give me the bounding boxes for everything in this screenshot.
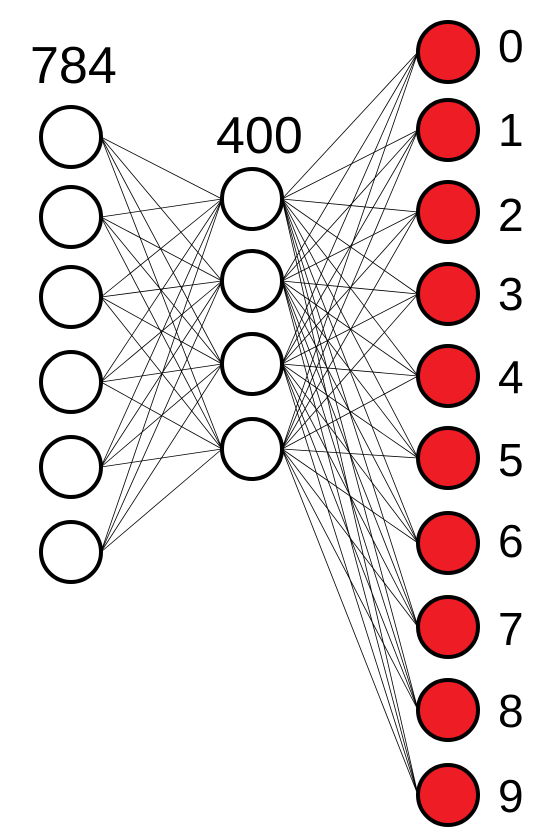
input-node — [39, 185, 103, 249]
input-hidden-connection — [100, 198, 223, 383]
output-node — [416, 180, 480, 244]
input-hidden-connection — [100, 198, 223, 553]
input-layer-size-label: 784 — [30, 37, 117, 95]
input-hidden-connection — [100, 136, 223, 200]
output-digit-label: 9 — [498, 770, 524, 822]
input-hidden-connection — [100, 136, 223, 365]
node-group — [39, 20, 480, 827]
output-node — [416, 426, 480, 490]
output-node — [416, 344, 480, 408]
output-node — [416, 678, 480, 742]
output-node — [416, 763, 480, 827]
input-hidden-connection — [100, 280, 223, 383]
hidden-output-connection — [281, 448, 419, 628]
output-digit-label: 2 — [498, 189, 524, 241]
input-hidden-connection — [100, 363, 223, 468]
input-node — [39, 350, 103, 414]
hidden-output-connection — [281, 448, 419, 711]
hidden-output-connection — [281, 280, 419, 544]
hidden-output-connection — [281, 129, 419, 365]
input-hidden-connection — [100, 136, 223, 450]
output-digit-label: 6 — [498, 515, 524, 567]
hidden-output-connection — [281, 448, 419, 459]
hidden-output-connection — [281, 51, 419, 365]
hidden-output-connection — [281, 51, 419, 200]
hidden-output-connection — [281, 448, 419, 544]
hidden-node — [220, 417, 284, 481]
hidden-output-connection — [281, 363, 419, 459]
hidden-node — [220, 167, 284, 231]
hidden-output-connection — [281, 293, 419, 365]
hidden-output-connection — [281, 293, 419, 450]
input-hidden-connection — [100, 198, 223, 218]
output-digit-label: 1 — [498, 104, 524, 156]
output-digit-label: 8 — [498, 685, 524, 737]
hidden-output-connection — [281, 211, 419, 365]
hidden-output-connection — [281, 51, 419, 450]
input-hidden-connection — [100, 136, 223, 282]
output-digit-label: 0 — [498, 20, 524, 72]
hidden-output-connection — [281, 375, 419, 450]
hidden-output-connection — [281, 280, 419, 459]
input-node — [39, 520, 103, 584]
connection-lines — [100, 51, 419, 796]
output-node — [416, 511, 480, 575]
input-hidden-connection — [100, 448, 223, 553]
output-node — [416, 595, 480, 659]
input-hidden-connection — [100, 296, 223, 365]
hidden-output-connection — [281, 211, 419, 450]
hidden-output-connection — [281, 198, 419, 796]
input-hidden-connection — [100, 363, 223, 553]
output-node — [416, 262, 480, 326]
input-hidden-connection — [100, 216, 223, 282]
input-node — [39, 105, 103, 169]
output-digit-label: 4 — [498, 351, 524, 403]
hidden-output-connection — [281, 448, 419, 796]
hidden-output-connection — [281, 363, 419, 628]
output-digit-label: 7 — [498, 603, 524, 655]
input-hidden-connection — [100, 280, 223, 553]
input-node — [39, 265, 103, 329]
input-hidden-connection — [100, 198, 223, 298]
output-node — [416, 20, 480, 84]
hidden-output-connection — [281, 129, 419, 200]
hidden-node — [220, 249, 284, 313]
input-hidden-connection — [100, 280, 223, 468]
hidden-node — [220, 332, 284, 396]
hidden-output-connection — [281, 363, 419, 711]
hidden-output-connection — [281, 198, 419, 628]
output-digit-label: 5 — [498, 434, 524, 486]
output-node — [416, 98, 480, 162]
hidden-output-connection — [281, 363, 419, 377]
input-hidden-connection — [100, 280, 223, 298]
input-node — [39, 435, 103, 499]
hidden-layer-size-label: 400 — [216, 107, 303, 165]
hidden-output-connection — [281, 129, 419, 450]
hidden-output-connection — [281, 51, 419, 282]
input-hidden-connection — [100, 363, 223, 383]
hidden-output-connection — [281, 129, 419, 282]
output-digit-label: 3 — [498, 268, 524, 320]
hidden-output-connection — [281, 280, 419, 377]
input-hidden-connection — [100, 198, 223, 468]
